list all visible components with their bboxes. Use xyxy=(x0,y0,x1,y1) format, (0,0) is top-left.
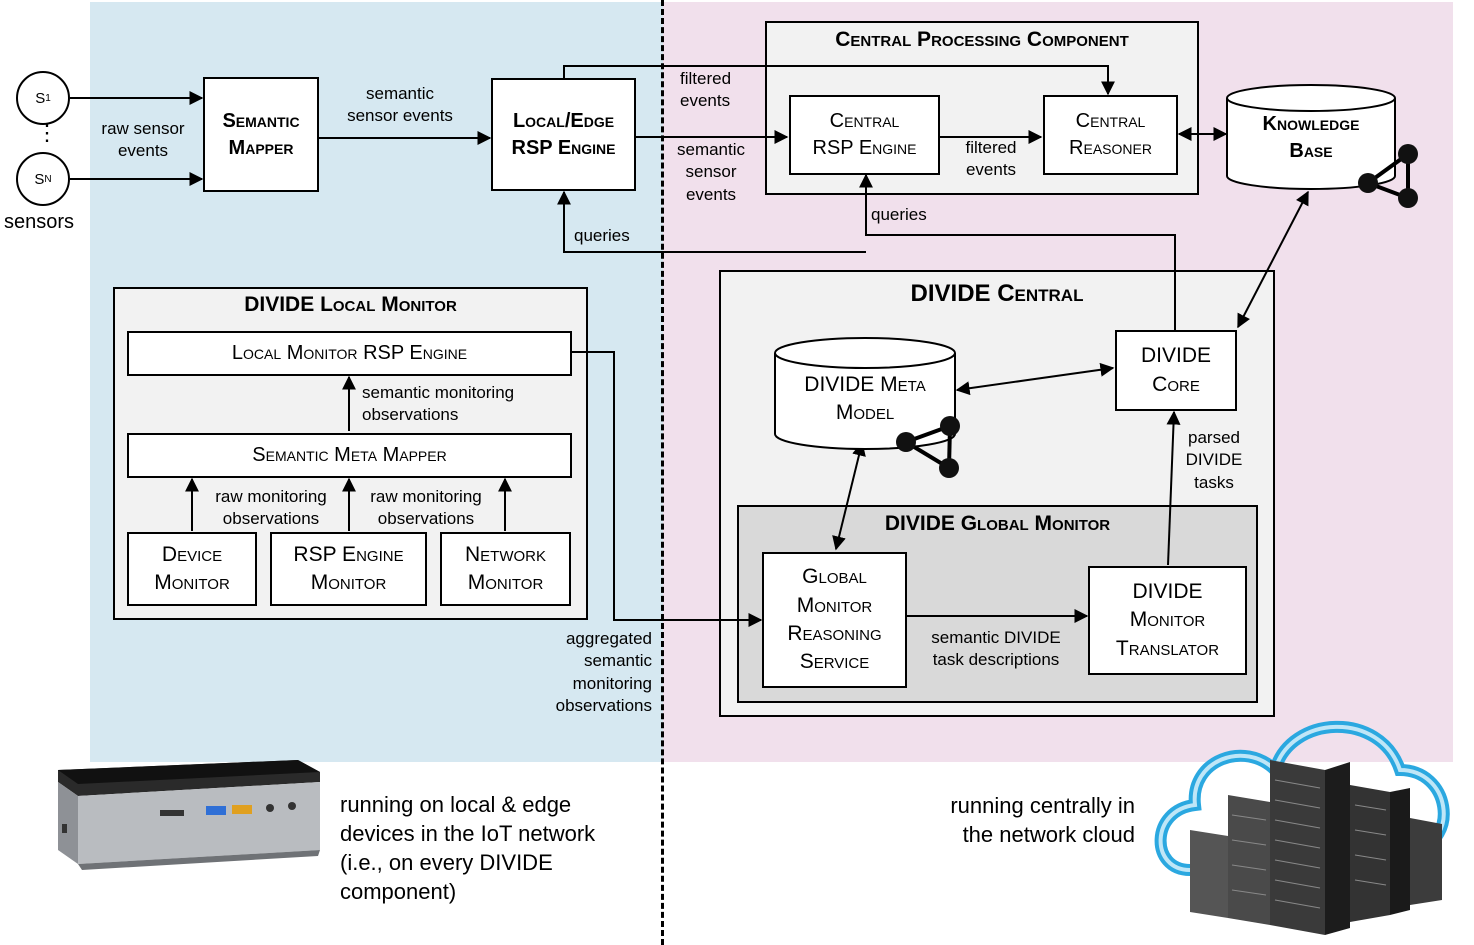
cloud-server-image xyxy=(1154,720,1450,935)
central-processing-title: Central Processing Component xyxy=(835,28,1129,51)
sensor-sn-subscript: N xyxy=(44,173,52,185)
queries-central-label: queries xyxy=(871,205,927,224)
local-monitor-rsp-engine-box: Local Monitor RSP Engine xyxy=(127,331,572,376)
semantic-meta-mapper-box: Semantic Meta Mapper xyxy=(127,433,572,478)
global-monitor-title: DIVIDE Global Monitor xyxy=(884,512,1111,535)
sensor-sn-label: S xyxy=(34,170,45,188)
local-central-divider xyxy=(661,0,664,945)
divide-meta-model-cylinder xyxy=(774,337,960,478)
divide-central-title: DIVIDE Central xyxy=(910,280,1084,307)
graph-icon xyxy=(1358,144,1418,208)
sensor-ellipsis: ⋮ xyxy=(36,120,58,145)
sensors-caption: sensors xyxy=(4,211,75,233)
mini-pc-device-image xyxy=(58,760,320,870)
knowledge-base-cylinder xyxy=(1226,84,1418,208)
queries-local-label: queries xyxy=(574,226,630,245)
local-monitor-title: DIVIDE Local Monitor xyxy=(244,293,457,316)
sensor-s1-subscript: 1 xyxy=(45,92,51,104)
sensor-s1-label: S xyxy=(35,89,46,107)
server-racks xyxy=(1190,760,1442,935)
graph-icon xyxy=(896,416,960,478)
